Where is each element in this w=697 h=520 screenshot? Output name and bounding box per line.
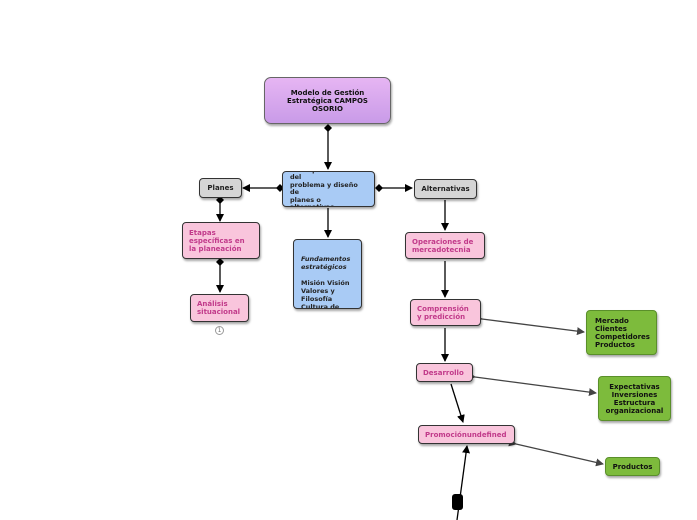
- node-analisis[interactable]: Análisis situacional: [190, 294, 249, 322]
- node-mercado[interactable]: Mercado Clientes Competidores Productos: [586, 310, 657, 355]
- fundamentos-body: Misión Visión Valores y Filosofía Cultur…: [301, 279, 350, 309]
- node-etapas[interactable]: Etapas específicas en la planeación: [182, 222, 260, 259]
- edge-promocion-productos: [508, 438, 604, 467]
- node-desarrollo[interactable]: Desarrollo: [416, 363, 473, 382]
- drag-handle[interactable]: [452, 494, 463, 510]
- node-expectativas[interactable]: Expectativas Inversiones Estructura orga…: [598, 376, 671, 421]
- edge-comprension-mercado: [474, 314, 585, 336]
- node-conceptualizacion[interactable]: Conceptualización del problema y diseño …: [282, 171, 375, 207]
- node-comprension[interactable]: Comprensión y predicción: [410, 299, 481, 326]
- edge-desarrollo-promocion: [450, 383, 465, 423]
- edge-desarrollo-expectativas: [467, 372, 597, 397]
- collapse-counter[interactable]: 1: [215, 326, 224, 335]
- node-alternativas[interactable]: Alternativas: [414, 179, 477, 199]
- fundamentos-heading: Fundamentos estratégicos: [301, 255, 351, 271]
- node-productos[interactable]: Productos: [605, 457, 660, 476]
- node-planes[interactable]: Planes: [199, 178, 242, 198]
- node-promocion[interactable]: Promociónundefined: [418, 425, 515, 444]
- node-fundamentos[interactable]: Fundamentos estratégicos Misión Visión V…: [293, 239, 362, 309]
- node-title[interactable]: Modelo de Gestión Estratégica CAMPOS OSO…: [264, 77, 391, 124]
- node-operaciones[interactable]: Operaciones de mercadotecnia: [405, 232, 485, 259]
